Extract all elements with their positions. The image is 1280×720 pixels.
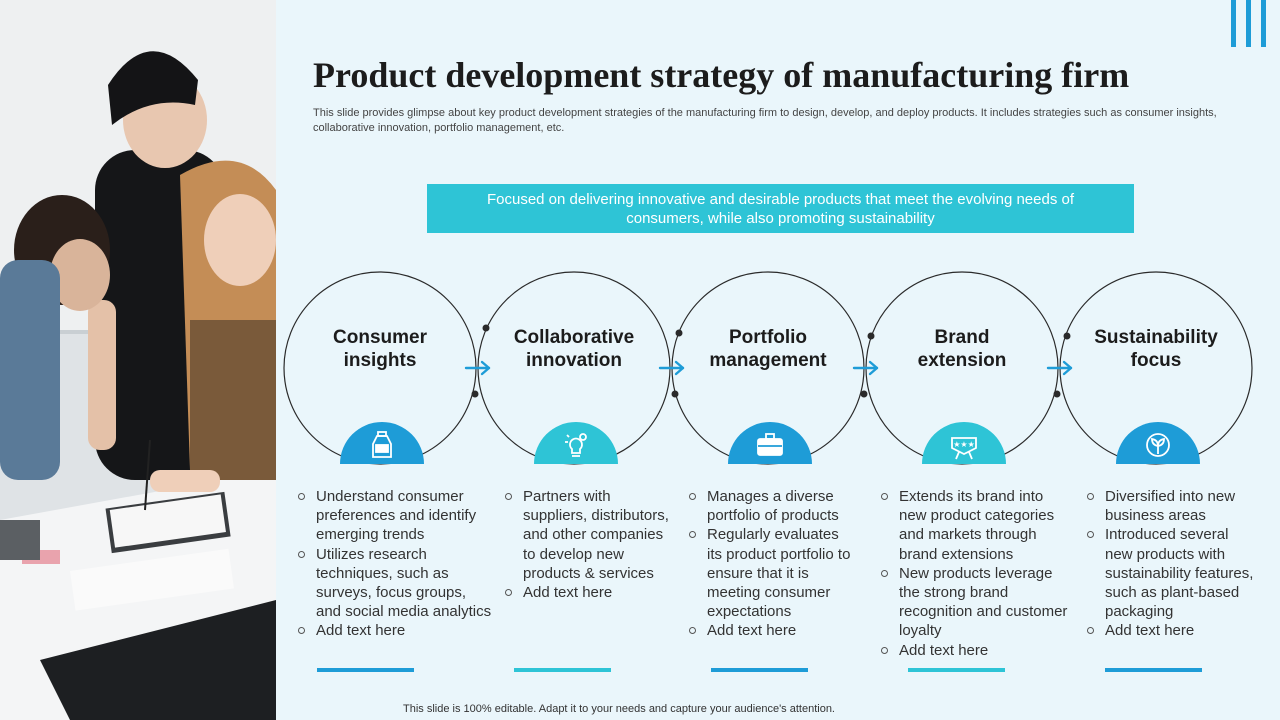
step-title-line: focus bbox=[1130, 350, 1182, 371]
step-title-line: management bbox=[709, 350, 827, 371]
step-title-line: Consumer bbox=[333, 327, 427, 348]
step-title-sustainability-focus: Sustainability focus bbox=[1081, 326, 1231, 372]
connector-dot bbox=[1063, 332, 1071, 340]
focus-banner-text: Focused on delivering innovative and des… bbox=[486, 190, 1075, 227]
step-title-portfolio-management: Portfolio management bbox=[693, 326, 843, 372]
svg-text:★★★: ★★★ bbox=[953, 440, 975, 449]
badge-stars-icon: ★★★ bbox=[922, 422, 1006, 464]
list-item: Add text here bbox=[689, 621, 855, 640]
list-item: Add text here bbox=[298, 621, 494, 640]
points-portfolio-management: Manages a diverse portfolio of products … bbox=[689, 487, 855, 641]
connector-dot bbox=[482, 324, 490, 332]
decorative-bars bbox=[1231, 0, 1266, 47]
list-item: New products leverage the strong brand r… bbox=[881, 564, 1073, 641]
step-title-line: extension bbox=[917, 350, 1007, 371]
step-title-collaborative-innovation: Collaborative innovation bbox=[499, 326, 649, 372]
step-title-line: Collaborative bbox=[513, 327, 635, 348]
connector-dot bbox=[860, 390, 868, 398]
list-item: Introduced several new products with sus… bbox=[1087, 525, 1255, 621]
lightbulb-gear-icon bbox=[534, 422, 618, 464]
team-photo bbox=[0, 0, 276, 720]
list-item: Add text here bbox=[881, 641, 1073, 660]
arrow-right-icon bbox=[1046, 360, 1073, 376]
step-title-brand-extension: Brand extension bbox=[887, 326, 1037, 372]
footer-note: This slide is 100% editable. Adapt it to… bbox=[403, 703, 835, 715]
list-item: Partners with suppliers, distributors, a… bbox=[505, 487, 677, 583]
connector-dot bbox=[1053, 390, 1061, 398]
arrow-right-icon bbox=[658, 360, 685, 376]
eco-leaf-icon bbox=[1116, 422, 1200, 464]
focus-banner: Focused on delivering innovative and des… bbox=[427, 184, 1134, 233]
arrow-right-icon bbox=[852, 360, 879, 376]
list-item: Add text here bbox=[1087, 621, 1255, 640]
briefcase-icon bbox=[728, 422, 812, 464]
step-title-line: Brand bbox=[934, 327, 990, 348]
step-title-line: insights bbox=[343, 350, 417, 371]
column-underline bbox=[1105, 668, 1202, 672]
page-subtitle: This slide provides glimpse about key pr… bbox=[313, 107, 1217, 134]
connector-dot bbox=[867, 332, 875, 340]
list-item: Manages a diverse portfolio of products bbox=[689, 487, 855, 525]
list-item: Diversified into new business areas bbox=[1087, 487, 1255, 525]
points-brand-extension: Extends its brand into new product categ… bbox=[881, 487, 1073, 660]
list-item: Utilizes research techniques, such as su… bbox=[298, 545, 494, 622]
list-item: Understand consumer preferences and iden… bbox=[298, 487, 494, 545]
step-title-line: innovation bbox=[525, 350, 623, 371]
points-consumer-insights: Understand consumer preferences and iden… bbox=[298, 487, 494, 641]
connector-dot bbox=[671, 390, 679, 398]
list-item: Add text here bbox=[505, 583, 677, 602]
page-title: Product development strategy of manufact… bbox=[313, 55, 1130, 95]
connector-dot bbox=[675, 329, 683, 337]
points-collaborative-innovation: Partners with suppliers, distributors, a… bbox=[505, 487, 677, 602]
column-underline bbox=[317, 668, 414, 672]
column-underline bbox=[514, 668, 611, 672]
arrow-right-icon bbox=[464, 360, 491, 376]
jar-icon bbox=[340, 422, 424, 464]
points-sustainability-focus: Diversified into new business areas Intr… bbox=[1087, 487, 1255, 641]
column-underline bbox=[908, 668, 1005, 672]
column-underline bbox=[711, 668, 808, 672]
step-title-consumer-insights: Consumer insights bbox=[305, 326, 455, 372]
list-item: Regularly evaluates its product portfoli… bbox=[689, 525, 855, 621]
connector-dot bbox=[471, 390, 479, 398]
list-item: Extends its brand into new product categ… bbox=[881, 487, 1073, 564]
step-title-line: Sustainability bbox=[1094, 327, 1218, 348]
step-title-line: Portfolio bbox=[728, 327, 808, 348]
